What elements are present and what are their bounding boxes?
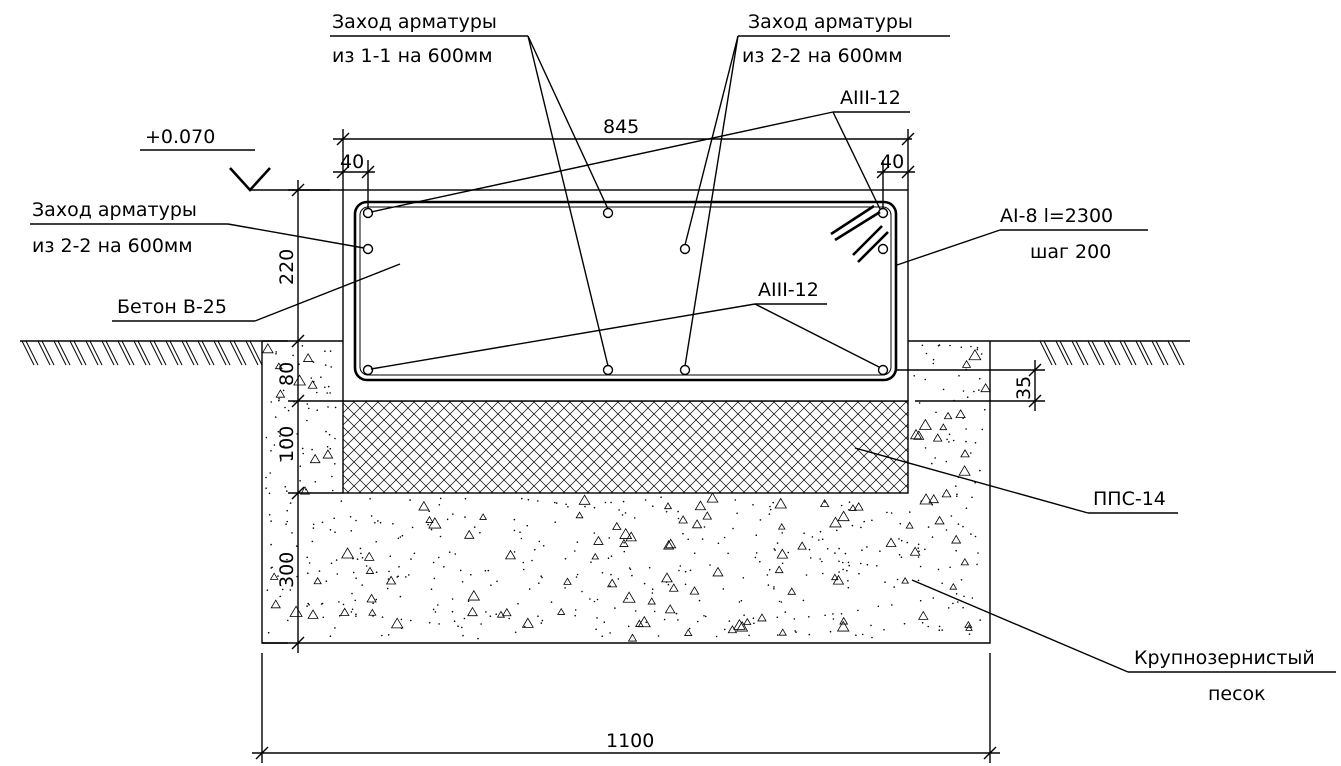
rebar-top-label: AIII-12	[840, 87, 901, 109]
stirrup-outer	[353, 200, 898, 382]
leader-sand: Крупнозернистый песок	[911, 579, 1336, 705]
elevation-label: +0.070	[145, 126, 215, 148]
dim-35-label: 35	[1013, 376, 1035, 400]
insulation-label: ППС-14	[1093, 488, 1166, 510]
leader-insulation: ППС-14	[854, 447, 1178, 514]
dim-40-right-label: 40	[880, 151, 904, 173]
stirrup-inner	[359, 206, 892, 376]
sand-label-line2: песок	[1208, 683, 1266, 705]
excavation-outline	[261, 341, 991, 644]
dim-1100-label: 1100	[606, 730, 654, 752]
leader-rebar-entry-2-2-left: Заход арматуры из 2-2 на 600мм	[30, 199, 365, 257]
ground-surface-left	[20, 340, 263, 366]
insulation-layer	[342, 400, 909, 494]
ground-surface-right	[990, 340, 1190, 366]
stirrup-label-line2: шаг 200	[1030, 241, 1111, 263]
stirrup-hooks	[830, 204, 889, 263]
leader-rebar-entry-2-2-top: Заход арматуры из 2-2 на 600мм	[684, 11, 950, 367]
sand-label-line1: Крупнозернистый	[1134, 647, 1315, 669]
stirrup-label-line1: AI-8 l=2300	[1000, 205, 1113, 227]
rebar-entry-1-line1: Заход арматуры	[332, 11, 497, 33]
dim-80-label: 80	[276, 362, 298, 386]
dim-845-label: 845	[603, 116, 639, 138]
dimension-chain-vertical: 220 80 100 300	[262, 180, 343, 653]
dim-300-label: 300	[276, 552, 298, 588]
dimension-top-845: 845	[333, 116, 915, 190]
dim-100-label: 100	[276, 426, 298, 462]
leader-rebar-top: AIII-12	[370, 87, 910, 213]
leader-rebar-entry-1-1: Заход арматуры из 1-1 на 600мм	[330, 11, 609, 367]
dim-220-label: 220	[276, 249, 298, 285]
rebar-entry-1-line2: из 1-1 на 600мм	[332, 45, 493, 67]
leader-stirrup: AI-8 l=2300 шаг 200	[896, 205, 1148, 266]
dimension-bottom-1100: 1100	[252, 653, 1000, 763]
concrete-label: Бетон В-25	[117, 296, 227, 318]
dim-40-left-label: 40	[340, 151, 364, 173]
rebar-entry-2-line1: Заход арматуры	[748, 11, 913, 33]
sand-fill	[261, 343, 991, 642]
rebar-bottom-label: AIII-12	[758, 279, 819, 301]
rebar-entry-2-line2: из 2-2 на 600мм	[742, 45, 903, 67]
leader-concrete: Бетон В-25	[112, 263, 401, 322]
dimension-cover-left: 40	[333, 151, 375, 208]
rebar-entry-3-line2: из 2-2 на 600мм	[32, 235, 193, 257]
rebar-entry-3-line1: Заход арматуры	[32, 199, 197, 221]
elevation-mark: +0.070	[140, 126, 330, 192]
leader-rebar-bottom: AIII-12	[370, 279, 880, 370]
concrete-beam	[342, 189, 909, 402]
dimension-35: 35	[896, 360, 1045, 411]
dimension-cover-right: 40	[876, 151, 915, 208]
